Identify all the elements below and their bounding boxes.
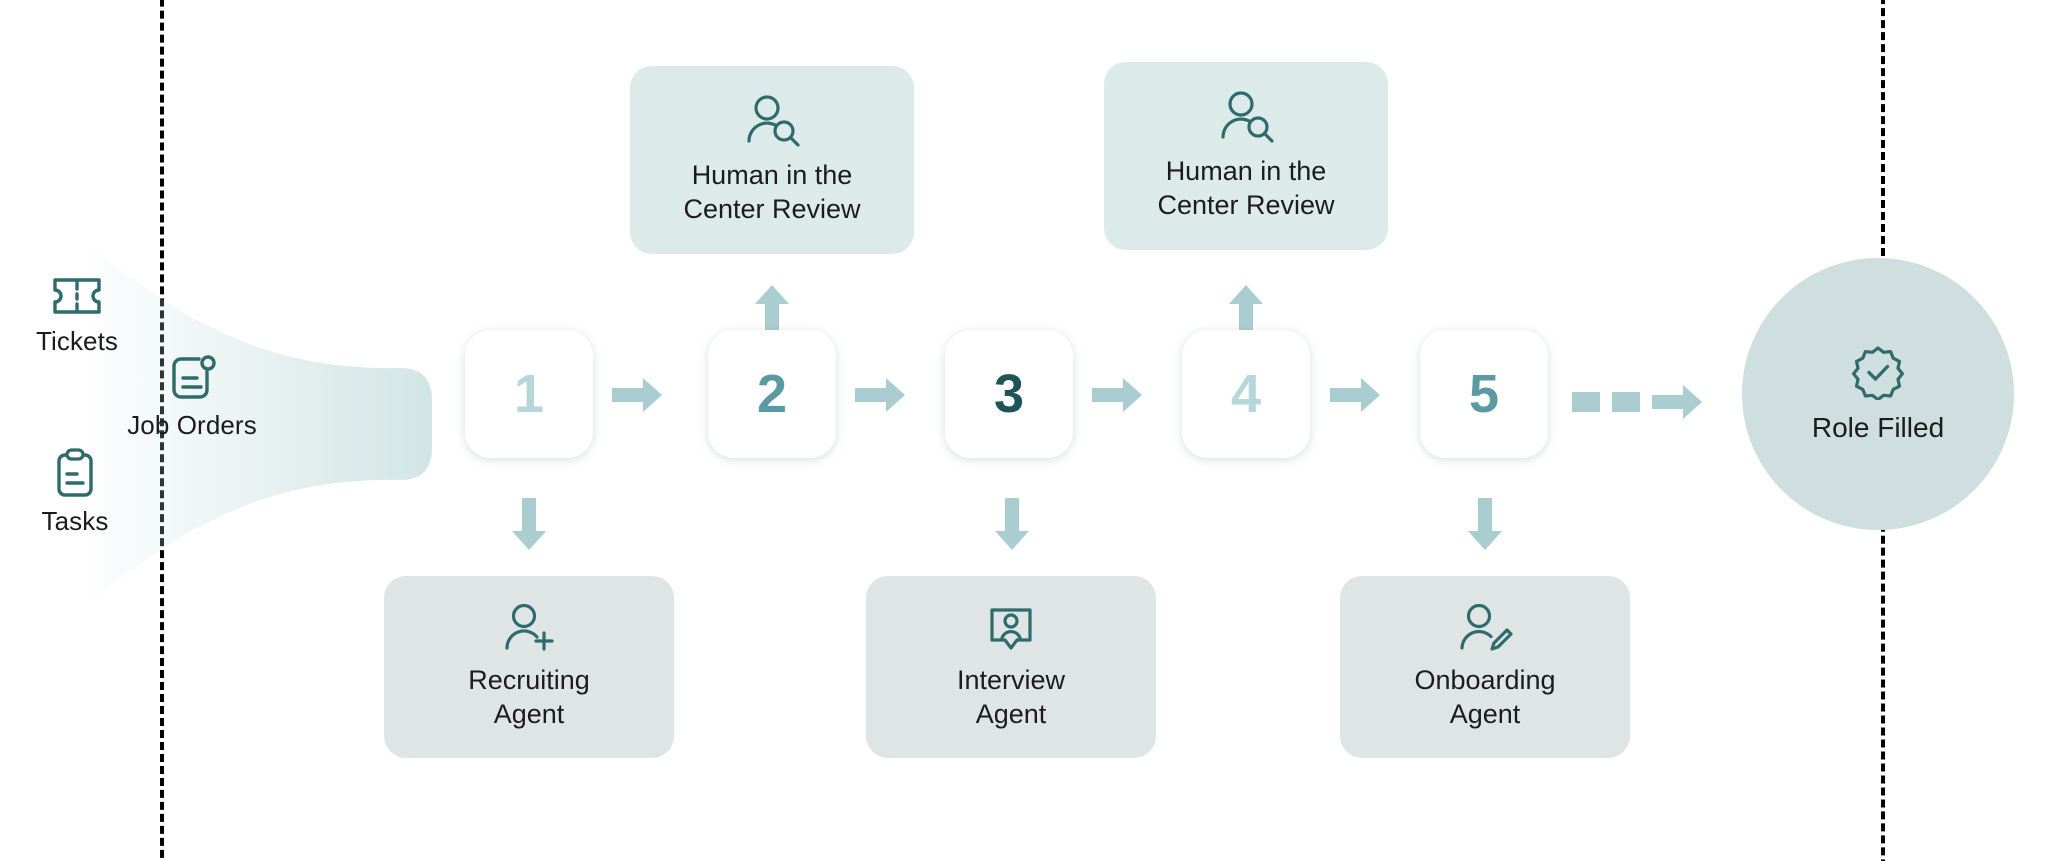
step-number: 3 xyxy=(993,364,1025,424)
card-line-1: Human in the xyxy=(691,160,853,191)
dash-segment xyxy=(1612,392,1640,412)
outcome-label: Role Filled xyxy=(1811,412,1945,443)
card-line-2: Agent xyxy=(1449,699,1521,729)
card-text-block: Interview Agent xyxy=(957,664,1065,732)
step-number: 4 xyxy=(1230,364,1262,424)
card-line-2: Agent xyxy=(975,699,1047,729)
outcome-role-filled[interactable]: Role Filled xyxy=(1742,258,2014,530)
source-label-job-orders: Job Orders xyxy=(127,410,257,440)
card-line-2: Agent xyxy=(493,699,565,729)
dashed-arrow-right-icon xyxy=(1572,385,1702,419)
arrow-down-icon xyxy=(995,498,1029,550)
person-search-icon xyxy=(1215,89,1277,145)
verified-badge-check-icon xyxy=(1850,344,1906,402)
card-human-in-center-review-2[interactable]: Human in the Center Review xyxy=(1104,62,1388,250)
source-item-job-orders: Job Orders xyxy=(112,352,272,441)
source-item-tasks: Tasks xyxy=(16,448,134,537)
arrow-head-icon xyxy=(1652,385,1702,419)
dash-segment xyxy=(1572,392,1600,412)
step-box-1[interactable]: 1 xyxy=(465,330,593,458)
person-add-icon xyxy=(500,602,558,654)
card-line-1: Human in the xyxy=(1165,156,1327,187)
source-item-tickets: Tickets xyxy=(12,272,142,357)
card-interview-agent[interactable]: Interview Agent xyxy=(866,576,1156,758)
card-human-in-center-review-1[interactable]: Human in the Center Review xyxy=(630,66,914,254)
intake-funnel-shape xyxy=(94,248,432,600)
card-onboarding-agent[interactable]: Onboarding Agent xyxy=(1340,576,1630,758)
arrow-right-icon xyxy=(612,378,662,412)
card-recruiting-agent[interactable]: Recruiting Agent xyxy=(384,576,674,758)
arrow-up-icon xyxy=(1229,285,1263,337)
step-number: 5 xyxy=(1468,364,1500,424)
card-text-block: Recruiting Agent xyxy=(468,664,590,732)
card-line-1: Interview xyxy=(956,665,1066,696)
card-text-block: Human in the Center Review xyxy=(683,159,860,227)
card-text-block: Onboarding Agent xyxy=(1414,664,1555,732)
arrow-right-icon xyxy=(1092,378,1142,412)
step-number: 2 xyxy=(756,364,788,424)
arrow-right-icon xyxy=(855,378,905,412)
source-label-tickets: Tickets xyxy=(35,326,119,356)
arrow-right-icon xyxy=(1330,378,1380,412)
job-order-icon xyxy=(166,352,218,404)
person-search-icon xyxy=(741,93,803,149)
arrow-down-icon xyxy=(512,498,546,550)
source-label-tasks: Tasks xyxy=(41,506,109,536)
step-number: 1 xyxy=(513,364,545,424)
card-line-1: Recruiting xyxy=(468,665,590,696)
ticket-icon xyxy=(50,272,104,320)
card-line-2: Center Review xyxy=(1157,190,1335,220)
person-edit-icon xyxy=(1456,602,1514,654)
step-box-4[interactable]: 4 xyxy=(1182,330,1310,458)
step-box-5[interactable]: 5 xyxy=(1420,330,1548,458)
person-badge-icon xyxy=(985,602,1037,654)
card-line-1: Onboarding xyxy=(1414,665,1556,696)
card-text-block: Human in the Center Review xyxy=(1157,155,1334,223)
step-box-3[interactable]: 3 xyxy=(945,330,1073,458)
clipboard-task-icon xyxy=(52,448,98,500)
card-line-2: Center Review xyxy=(683,194,861,224)
arrow-up-icon xyxy=(755,285,789,337)
arrow-down-icon xyxy=(1468,498,1502,550)
step-box-2[interactable]: 2 xyxy=(708,330,836,458)
